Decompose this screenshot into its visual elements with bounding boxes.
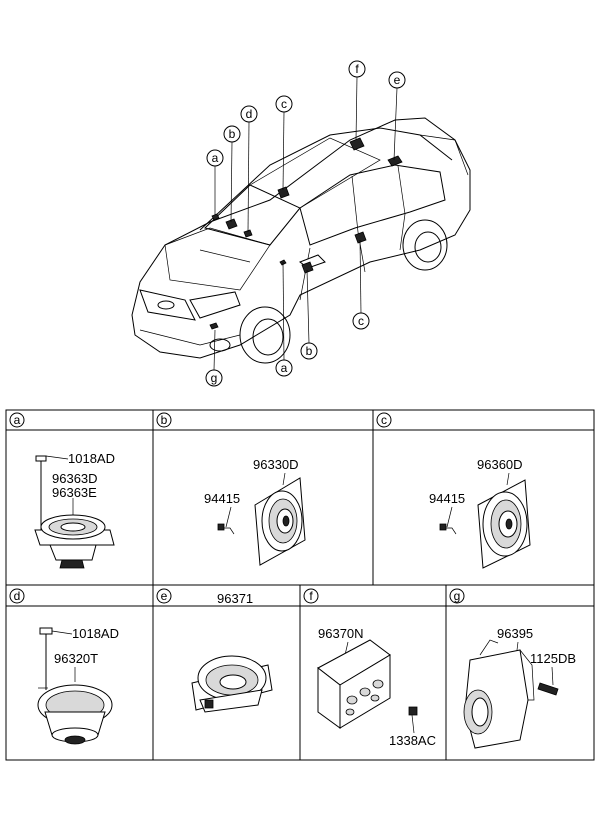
- callout-c-bottom: c: [352, 312, 370, 330]
- panel-c: c 96360D 94415: [376, 412, 531, 569]
- panel-g-part-2: 1125DB: [530, 651, 576, 666]
- callout-f-letter: f: [355, 62, 359, 76]
- subwoofer-bracket-g-icon: [463, 639, 559, 749]
- callout-a-top-letter: a: [212, 151, 219, 165]
- panel-f-part-1: 96370N: [318, 626, 364, 641]
- callout-c-top: c: [275, 95, 293, 113]
- vehicle-overview-illustration: f e d c b a c b a g: [131, 60, 471, 387]
- callout-b-bottom: b: [300, 342, 318, 360]
- tweeter-speaker-a-icon: [34, 455, 115, 569]
- callout-leaders: [213, 76, 398, 371]
- panel-g: g 96395 1125DB: [449, 588, 576, 749]
- panel-a-part-3: 96363E: [52, 485, 97, 500]
- panel-c-part-1: 96360D: [477, 457, 523, 472]
- center-speaker-e-icon: [191, 655, 273, 713]
- panel-e: e 96371: [156, 588, 273, 713]
- panel-b-part-2: 94415: [204, 491, 240, 506]
- callout-c-bottom-letter: c: [358, 314, 364, 328]
- callout-d: d: [240, 105, 258, 123]
- callout-e: e: [388, 71, 406, 89]
- car-body-outline: [131, 117, 471, 364]
- panel-f-letter: f: [309, 589, 313, 603]
- callout-c-top-letter: c: [281, 97, 287, 111]
- callout-g: g: [205, 369, 223, 387]
- callout-b-bottom-letter: b: [306, 344, 313, 358]
- panel-d-part-2: 96320T: [54, 651, 98, 666]
- door-speaker-c-icon: [439, 479, 531, 569]
- panel-b-part-1: 96330D: [253, 457, 299, 472]
- panel-g-part-1: 96395: [497, 626, 533, 641]
- panel-e-letter: e: [161, 589, 168, 603]
- panel-g-letter: g: [454, 589, 461, 603]
- callout-b-top-letter: b: [229, 127, 236, 141]
- panel-a: a 1018AD 96363D 96363E: [9, 412, 115, 569]
- panel-b: b 96330D 94415: [156, 412, 306, 566]
- panel-c-letter: c: [381, 413, 387, 427]
- callout-g-letter: g: [211, 371, 218, 385]
- panel-a-letter: a: [14, 413, 21, 427]
- car-callouts: f e d c b a c b a g: [205, 60, 406, 387]
- callout-d-letter: d: [246, 107, 253, 121]
- panel-d-part-1: 1018AD: [72, 626, 119, 641]
- panel-e-part-1: 96371: [217, 591, 253, 606]
- callout-a-bottom-letter: a: [281, 361, 288, 375]
- panel-a-part-1: 1018AD: [68, 451, 115, 466]
- dash-speaker-d-icon: [37, 627, 113, 745]
- panel-f-part-2: 1338AC: [389, 733, 436, 748]
- panel-b-letter: b: [161, 413, 168, 427]
- callout-a-bottom: a: [275, 359, 293, 377]
- door-speaker-b-icon: [217, 477, 306, 566]
- panel-f: f 96370N 1338AC: [303, 588, 436, 748]
- callout-e-letter: e: [394, 73, 401, 87]
- panel-d: d 1018AD 96320T: [9, 588, 119, 745]
- callout-f: f: [348, 60, 366, 78]
- callout-b-top: b: [223, 125, 241, 143]
- callout-a-top: a: [206, 149, 224, 167]
- panel-grid-lines: [5, 409, 595, 761]
- panel-d-letter: d: [14, 589, 21, 603]
- amplifier-f-icon: [317, 639, 418, 729]
- panel-c-part-2: 94415: [429, 491, 465, 506]
- panel-a-part-2: 96363D: [52, 471, 98, 486]
